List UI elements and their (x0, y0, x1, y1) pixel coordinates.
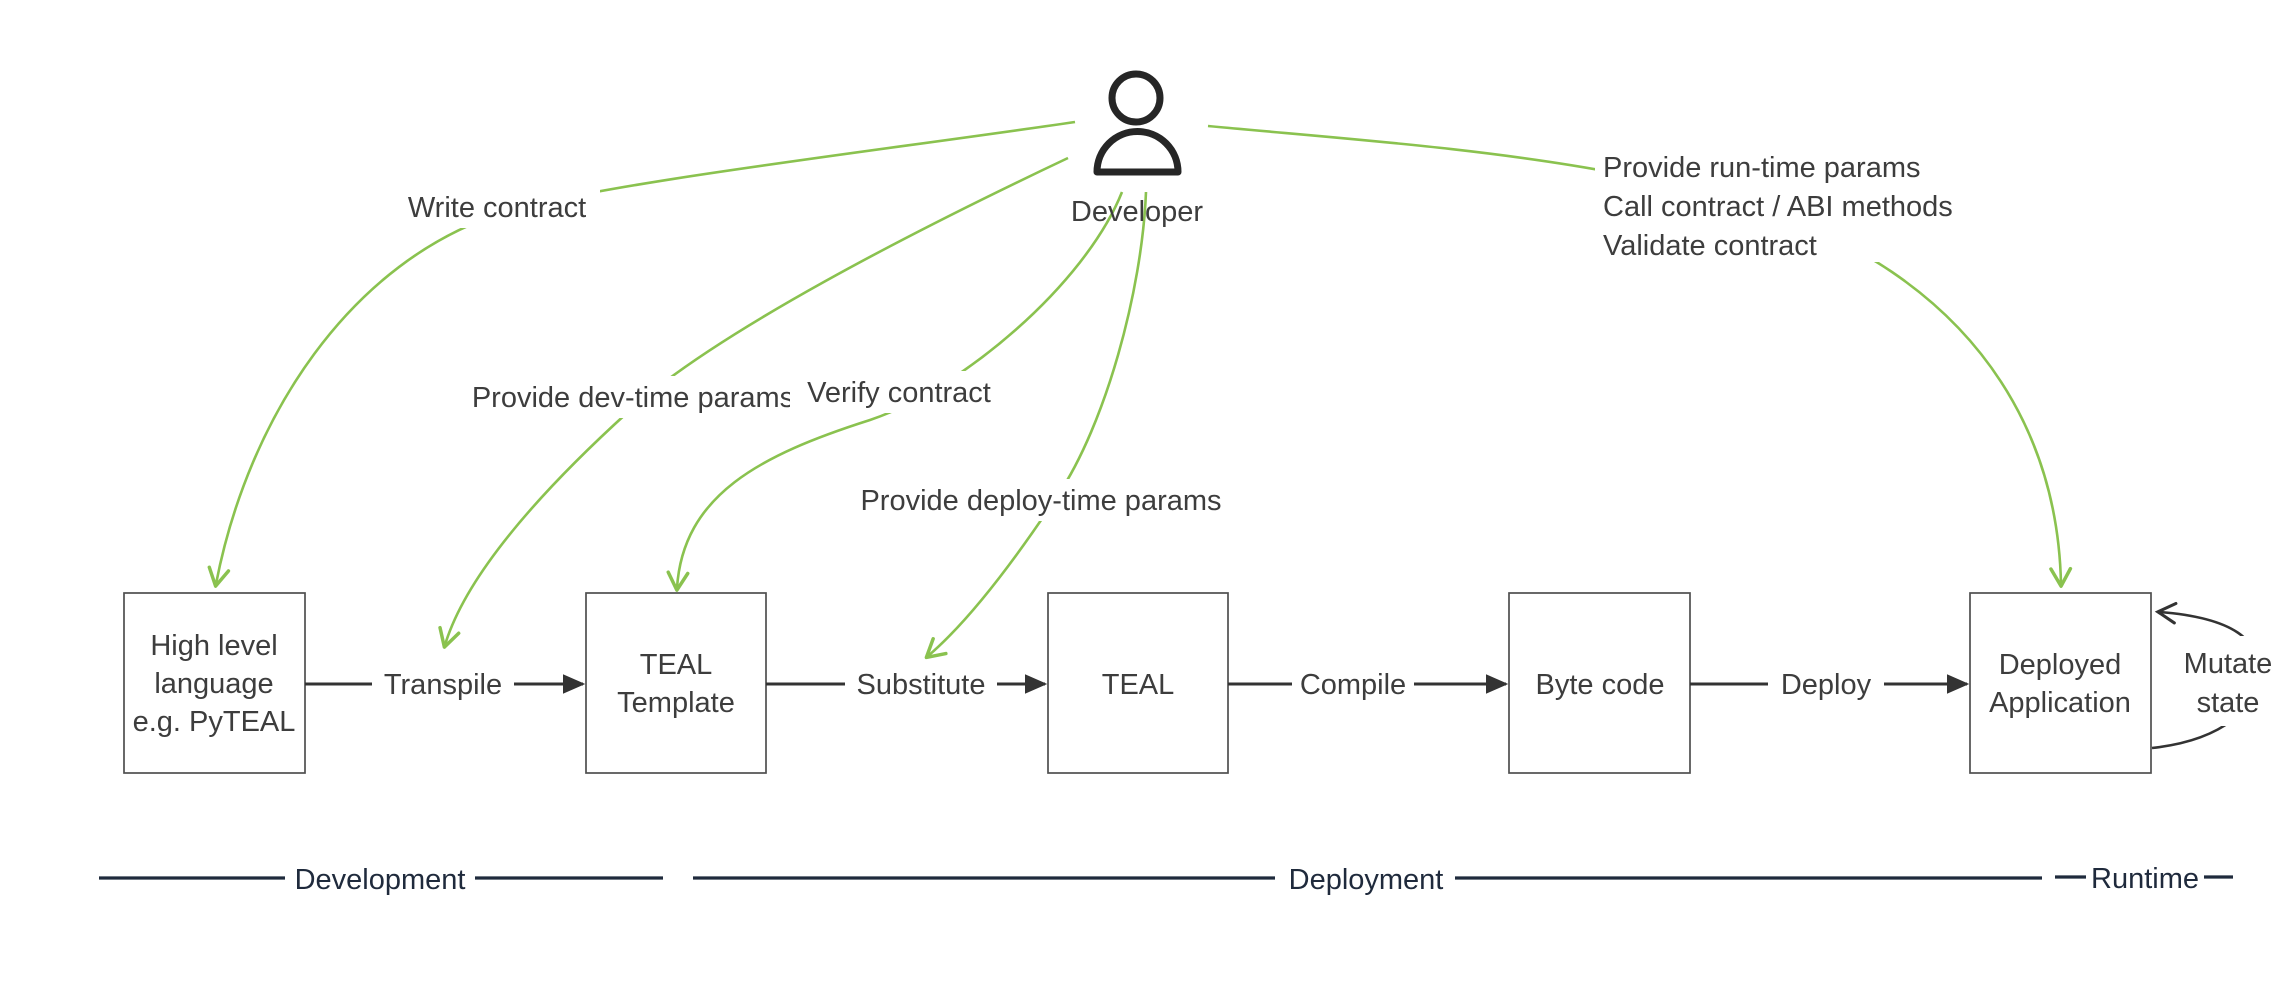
teal-template-line-1: TEAL (640, 649, 713, 681)
deployment-label-mask (1275, 856, 1455, 900)
mutate-state-line-2: state (2197, 687, 2260, 719)
compile-label: Compile (1300, 669, 1406, 701)
node-high-level-language: High level language e.g. PyTEAL (123, 592, 306, 774)
verify-contract-label: Verify contract (807, 377, 991, 409)
person-shoulders-icon (1093, 128, 1182, 176)
deploy-time-params-label-mask (848, 479, 1236, 521)
person-head-icon (1108, 70, 1164, 126)
high-level-language-line-3: e.g. PyTEAL (133, 706, 296, 738)
node-teal-template: TEAL Template (585, 592, 767, 774)
developer-label: Developer (1071, 196, 1204, 228)
compile-label-mask (1292, 664, 1414, 704)
development-phase-label: Development (295, 864, 466, 896)
node-byte-code: Byte code (1508, 592, 1691, 774)
high-level-language-line-1: High level (150, 630, 277, 662)
write-contract-label: Write contract (408, 192, 586, 224)
runtime-actions-label-mask (1595, 143, 1967, 262)
deployed-application-box (1969, 592, 2152, 774)
provide-deploy-time-params-arrow (924, 191, 1148, 660)
teal-template-box (585, 592, 767, 774)
high-level-language-box (123, 592, 306, 774)
transpile-label: Transpile (384, 669, 502, 701)
deployment-phase-label: Deployment (1289, 864, 1444, 896)
write-contract-label-mask (395, 186, 600, 228)
node-deployed-application: Deployed Application (1969, 592, 2152, 774)
deploy-label-mask (1768, 664, 1884, 704)
deployed-application-line-1: Deployed (1999, 649, 2122, 681)
node-teal: TEAL (1047, 592, 1229, 774)
mutate-state-label-mask (2180, 636, 2286, 726)
byte-code-box (1508, 592, 1691, 774)
mutate-state-line-1: Mutate (2184, 648, 2273, 680)
dev-time-params-label-mask (455, 376, 810, 418)
teal-line-1: TEAL (1102, 669, 1175, 701)
development-label-mask (285, 856, 475, 900)
deploy-time-params-label: Provide deploy-time params (860, 485, 1221, 517)
verify-contract-label-mask (790, 371, 1005, 413)
runtime-action-line-2: Call contract / ABI methods (1603, 191, 1953, 223)
byte-code-line-1: Byte code (1536, 669, 1665, 701)
runtime-action-line-1: Provide run-time params (1603, 152, 1921, 184)
substitute-label-mask (845, 664, 997, 704)
teal-template-line-2: Template (617, 687, 735, 719)
substitute-label: Substitute (857, 669, 986, 701)
runtime-phase-label: Runtime (2091, 863, 2199, 895)
developer-icon (1093, 70, 1182, 176)
teal-box (1047, 592, 1229, 774)
deploy-label: Deploy (1781, 669, 1872, 701)
deployed-application-line-2: Application (1989, 687, 2131, 719)
dev-time-params-label: Provide dev-time params (472, 382, 794, 414)
verify-contract-arrow (666, 191, 1124, 592)
runtime-action-line-3: Validate contract (1603, 230, 1817, 262)
high-level-language-line-2: language (154, 668, 273, 700)
transpile-label-mask (372, 664, 514, 704)
